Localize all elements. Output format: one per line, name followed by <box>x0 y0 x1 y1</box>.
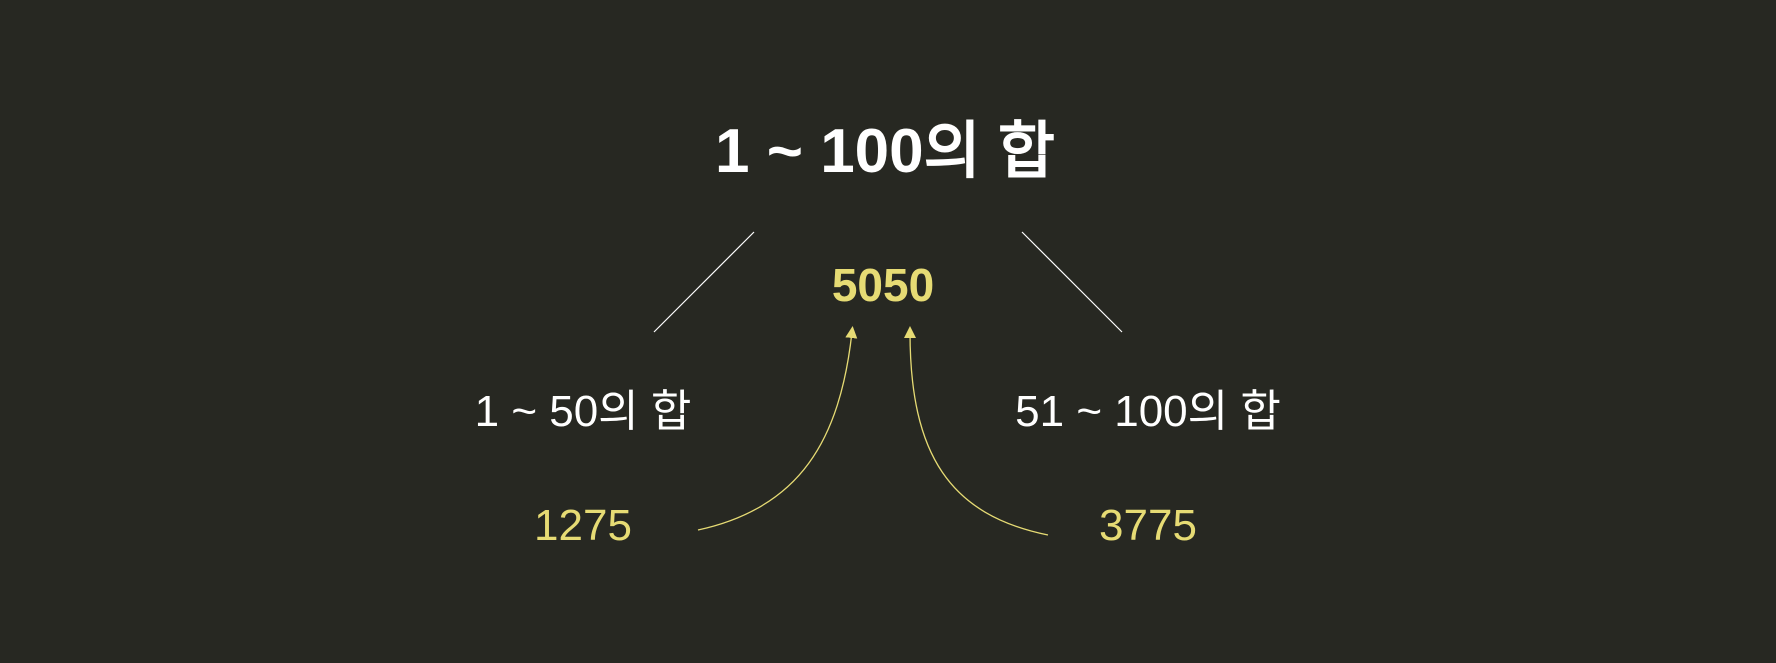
right-subproblem-value: 3775 <box>1099 501 1197 550</box>
root-title: 1 ~ 100의 합 <box>715 117 1055 186</box>
merge-arrow-right <box>904 326 1049 536</box>
split-line-left <box>653 231 755 333</box>
split-line-right <box>1021 231 1123 333</box>
merge-arrow-left <box>697 326 858 531</box>
left-subproblem-label: 1 ~ 50의 합 <box>474 387 692 436</box>
right-subproblem-label: 51 ~ 100의 합 <box>1015 387 1281 436</box>
left-subproblem-value: 1275 <box>534 501 632 550</box>
root-value: 5050 <box>831 259 935 311</box>
